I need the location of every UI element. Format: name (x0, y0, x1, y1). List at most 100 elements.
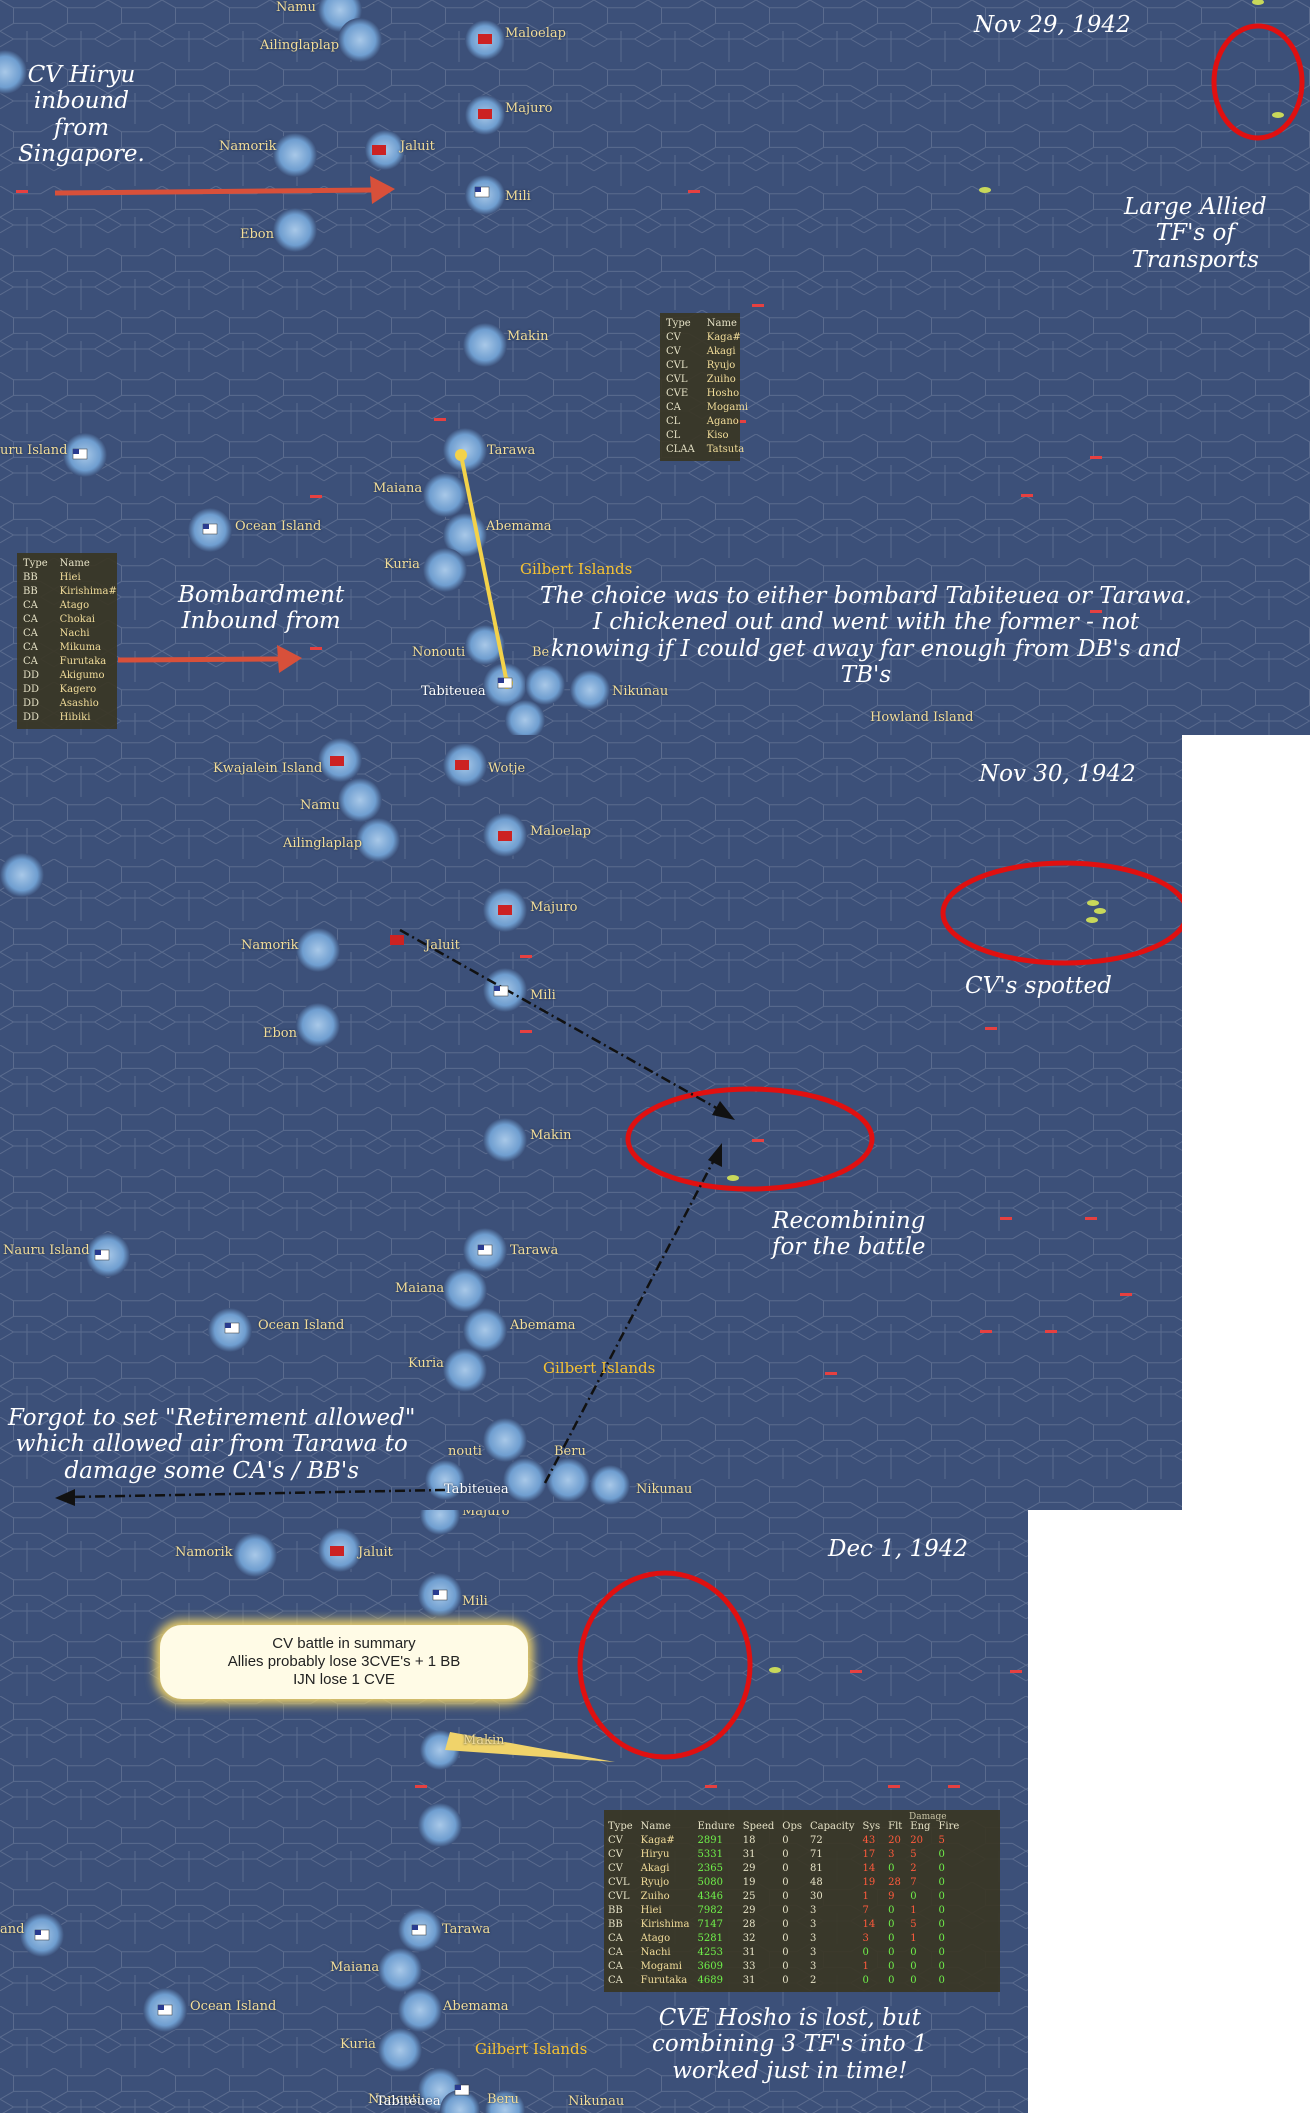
table-cell: 31 (742, 1947, 756, 1958)
location-label: Ailinglaplap (260, 38, 340, 53)
table-cell: 1 (910, 1933, 917, 1944)
table-cell: 19 (742, 1877, 756, 1888)
table-cell: 0 (782, 1905, 789, 1916)
table-header: Speed (742, 1821, 775, 1832)
map-panel-dec-1: Majuro Namorik Jaluit Mili Makin and Tar… (0, 1510, 1028, 2113)
table-cell: 0 (938, 1891, 945, 1902)
location-label: Beru (487, 2092, 519, 2107)
table-row[interactable]: CA Chokai (23, 613, 129, 627)
location-label: Wotje (488, 761, 526, 776)
location-label: Nonouti (368, 2092, 422, 2107)
table-cell: Hiryu (640, 1849, 670, 1860)
table-cell: CA (23, 600, 38, 611)
table-cell: 71 (810, 1849, 823, 1860)
table-cell: BB (608, 1919, 623, 1930)
table-cell: CA (608, 1947, 623, 1958)
hex-map (0, 0, 1310, 735)
table-cell: 7147 (697, 1919, 723, 1930)
table-cell: Kaga# (640, 1835, 675, 1846)
table-cell: Furutaka (640, 1975, 688, 1986)
location-label: uru Island (0, 443, 68, 458)
table-cell: CA (23, 656, 38, 667)
table-cell: Chokai (59, 614, 95, 625)
date-label: Nov 30, 1942 (979, 761, 1136, 787)
table-cell: CA (23, 642, 38, 653)
table-cell: CA (608, 1961, 623, 1972)
table-cell: 7 (910, 1877, 917, 1888)
table-header: Ops (782, 1821, 803, 1832)
table-cell: CA (23, 614, 38, 625)
table-cell: 33 (742, 1961, 756, 1972)
table-header: Flt (888, 1821, 903, 1832)
table-cell: 0 (888, 1961, 895, 1972)
table-cell: Ryujo (640, 1877, 670, 1888)
table-cell: 0 (938, 1877, 945, 1888)
hex-map (0, 735, 1182, 1510)
table-header: Endure (697, 1821, 735, 1832)
table-cell: 5281 (697, 1933, 723, 1944)
table-cell: 5 (938, 1835, 945, 1846)
island-group-label: Gilbert Islands (543, 1359, 656, 1377)
location-label: Maiana (330, 1960, 380, 1975)
table-cell: 0 (782, 1919, 789, 1930)
annotation-forgot-retirement: Forgot to set "Retirement allowed"which … (8, 1405, 416, 1484)
table-cell: 0 (782, 1975, 789, 1986)
table-cell: 0 (938, 1947, 945, 1958)
table-cell: 3 (810, 1905, 817, 1916)
location-label: Maloelap (530, 824, 591, 839)
table-cell: 0 (938, 1933, 945, 1944)
location-label: Ailinglaplap (283, 836, 363, 851)
date-label: Dec 1, 1942 (828, 1536, 969, 1562)
location-label: Tarawa (442, 1922, 491, 1937)
table-cell: 0 (782, 1947, 789, 1958)
table-cell: Zuiho (640, 1891, 670, 1902)
table-cell: 48 (810, 1877, 823, 1888)
table-cell: DD (23, 698, 40, 709)
table-cell: Kirishima# (59, 586, 117, 597)
table-cell: 5080 (697, 1877, 723, 1888)
location-label: Abemama (443, 1999, 509, 2014)
table-cell: 3 (810, 1947, 817, 1958)
table-cell: 3609 (697, 1961, 723, 1972)
table-cell: 18 (742, 1835, 756, 1846)
location-label: Tarawa (510, 1243, 559, 1258)
table-cell: Agano (706, 416, 739, 427)
table-cell: 2891 (697, 1835, 723, 1846)
table-cell: 3 (888, 1849, 895, 1860)
table-cell: 1 (910, 1905, 917, 1916)
location-label: Mili (530, 988, 556, 1003)
summary-callout: CV battle in summary Allies probably los… (160, 1625, 528, 1699)
table-cell: 28 (888, 1877, 901, 1888)
